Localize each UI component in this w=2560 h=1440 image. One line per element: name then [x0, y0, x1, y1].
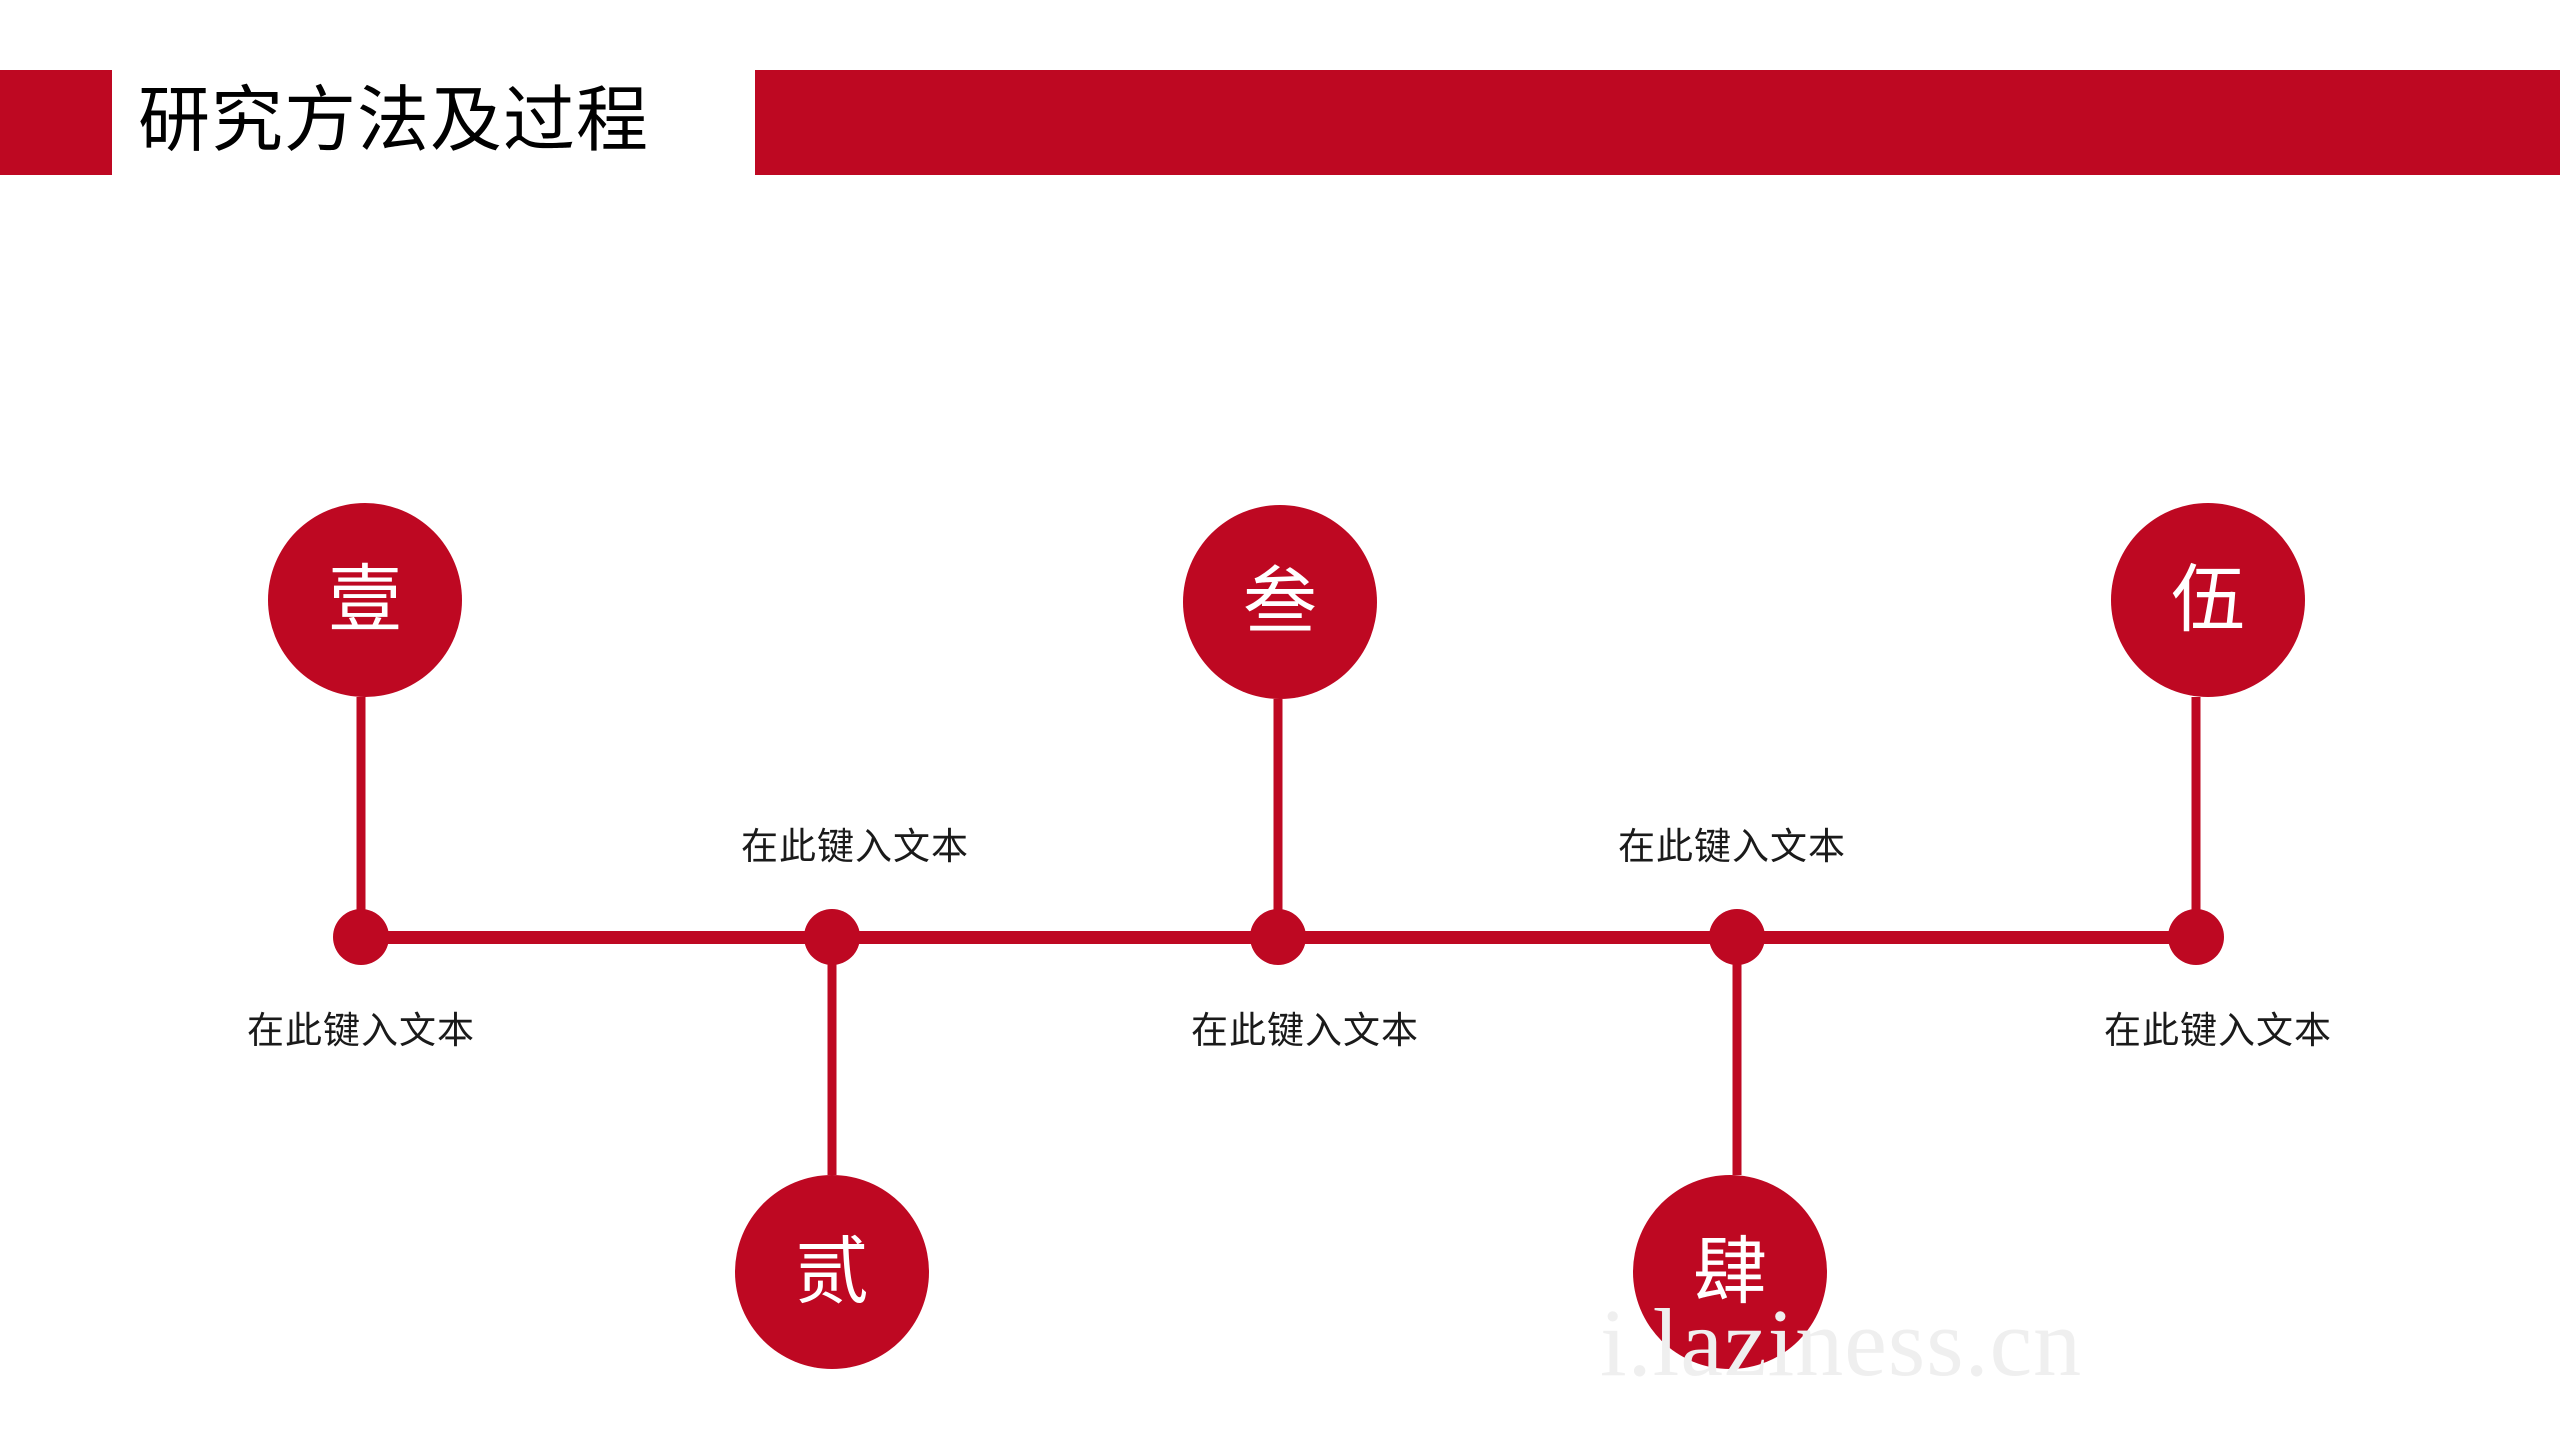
page-title: 研究方法及过程	[132, 46, 752, 196]
connector-node-2	[827, 937, 837, 1175]
connector-node-5	[2191, 697, 2201, 937]
number-circle-node-3[interactable]: 叁	[1183, 505, 1377, 699]
number-circle-node-4[interactable]: 肆	[1633, 1175, 1827, 1369]
timeline-dot-node-3[interactable]	[1250, 909, 1306, 965]
connector-node-4	[1732, 937, 1742, 1175]
timeline-dot-node-1[interactable]	[333, 909, 389, 965]
connector-node-1	[356, 697, 366, 937]
timeline-dot-node-4[interactable]	[1709, 909, 1765, 965]
timeline-dot-node-5[interactable]	[2168, 909, 2224, 965]
connector-node-3	[1273, 699, 1283, 937]
number-circle-node-5[interactable]: 伍	[2111, 503, 2305, 697]
watermark-text: i.laziness.cn	[1600, 1289, 2083, 1396]
timeline-dot-node-2[interactable]	[804, 909, 860, 965]
node-label-3: 在此键入文本	[1191, 1010, 1419, 1051]
node-label-1: 在此键入文本	[247, 1010, 475, 1051]
node-label-4: 在此键入文本	[1618, 826, 1846, 867]
header: 研究方法及过程	[0, 46, 2560, 196]
node-label-5: 在此键入文本	[2104, 1010, 2332, 1051]
number-circle-node-2[interactable]: 贰	[735, 1175, 929, 1369]
node-label-2: 在此键入文本	[741, 826, 969, 867]
header-accent-block-right	[755, 70, 2560, 175]
header-accent-block-left	[0, 70, 112, 175]
number-circle-node-1[interactable]: 壹	[268, 503, 462, 697]
